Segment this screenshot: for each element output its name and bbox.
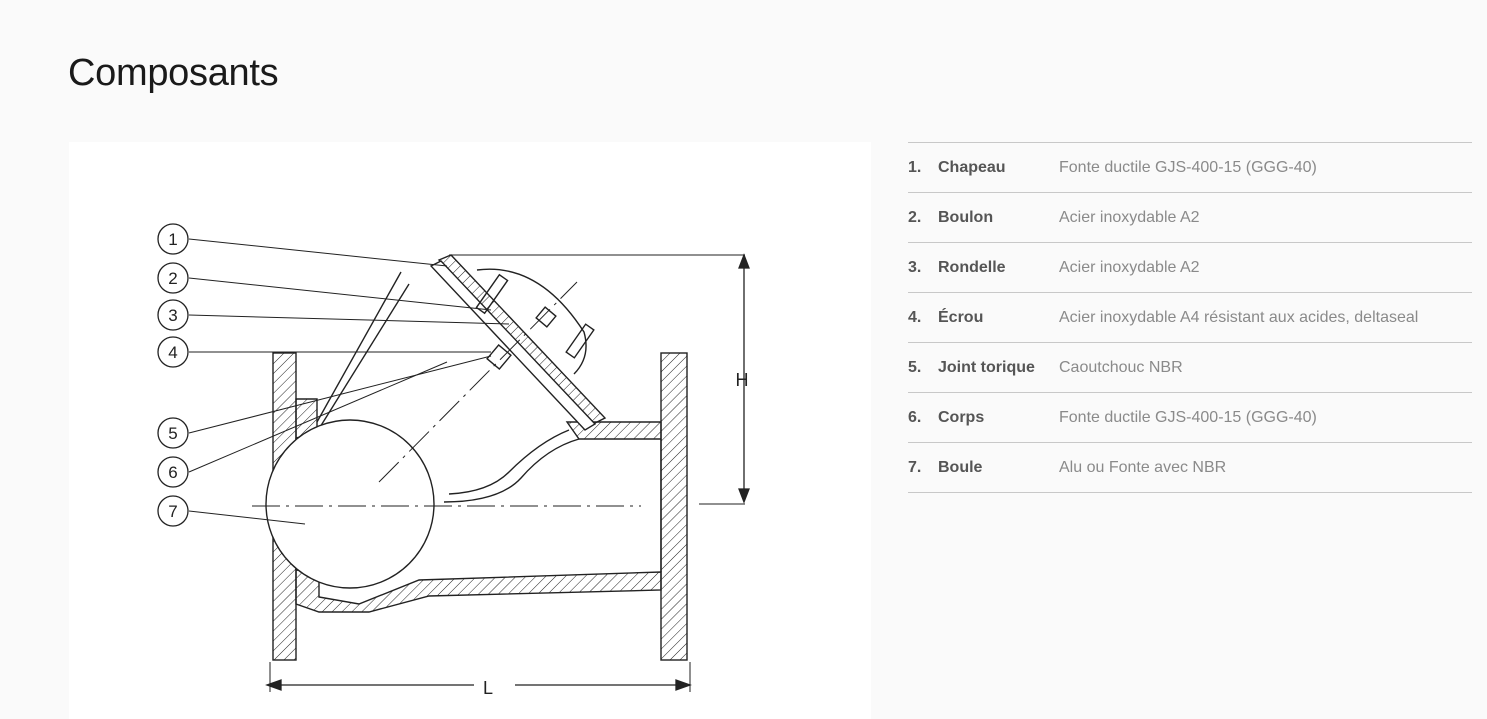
component-material: Caoutchouc NBR [1059,358,1183,376]
component-name: Écrou [938,308,984,326]
svg-text:5: 5 [168,424,177,443]
svg-text:1: 1 [168,230,177,249]
svg-text:7: 7 [168,502,177,521]
component-material: Acier inoxydable A2 [1059,208,1200,226]
component-number: 1. [908,158,922,176]
callout-7: 7 [157,495,189,527]
component-number: 7. [908,458,922,476]
length-dimension [265,662,692,692]
svg-text:6: 6 [168,463,177,482]
component-name: Chapeau [938,158,1006,176]
table-row: 3. Rondelle Acier inoxydable A2 [908,242,1472,293]
svg-text:4: 4 [168,343,177,362]
components-table: 1. Chapeau Fonte ductile GJS-400-15 (GGG… [908,142,1472,493]
callout-4: 4 [157,336,189,368]
callout-1: 1 [157,223,189,255]
table-row: 4. Écrou Acier inoxydable A4 résistant a… [908,292,1472,343]
height-dimension [738,253,750,504]
component-name: Rondelle [938,258,1006,276]
component-name: Boule [938,458,983,476]
table-row: 1. Chapeau Fonte ductile GJS-400-15 (GGG… [908,142,1472,193]
component-material: Alu ou Fonte avec NBR [1059,458,1227,476]
component-number: 5. [908,358,922,376]
height-dimension-label: H [736,370,749,390]
table-row: 7. Boule Alu ou Fonte avec NBR [908,442,1472,493]
component-material: Fonte ductile GJS-400-15 (GGG-40) [1059,408,1317,426]
page-title: Composants [68,52,279,94]
length-dimension-label: L [483,678,493,698]
table-row: 6. Corps Fonte ductile GJS-400-15 (GGG-4… [908,392,1472,443]
component-name: Joint torique [938,358,1035,376]
svg-text:3: 3 [168,306,177,325]
component-number: 3. [908,258,922,276]
component-number: 4. [908,308,922,326]
valve-body [252,254,745,661]
component-number: 2. [908,208,922,226]
callout-5: 5 [157,417,189,449]
table-row: 5. Joint torique Caoutchouc NBR [908,342,1472,393]
svg-text:2: 2 [168,269,177,288]
component-material: Acier inoxydable A4 résistant aux acides… [1059,308,1419,326]
callout-6: 6 [157,456,189,488]
component-material: Acier inoxydable A2 [1059,258,1200,276]
table-row: 2. Boulon Acier inoxydable A2 [908,192,1472,243]
callout-2: 2 [157,262,189,294]
component-name: Boulon [938,208,994,226]
component-number: 6. [908,408,922,426]
valve-technical-drawing: H L 1 2 [69,142,871,719]
component-name: Corps [938,408,985,426]
callout-3: 3 [157,299,189,331]
component-material: Fonte ductile GJS-400-15 (GGG-40) [1059,158,1317,176]
